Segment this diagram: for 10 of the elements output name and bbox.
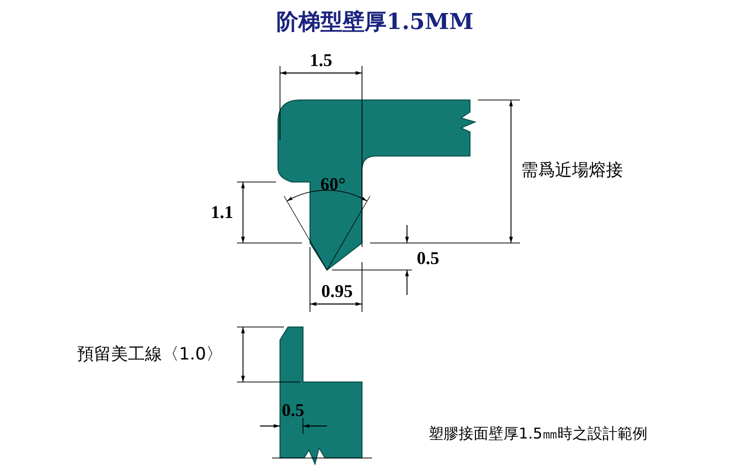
title: 阶梯型壁厚1.5MM	[276, 11, 474, 33]
angle-label: 60°	[320, 175, 346, 193]
note-text: 預留美工線〈1.0〉	[76, 346, 224, 364]
dimension-label: 1.5	[310, 51, 332, 69]
dimension-label: 1.1	[210, 203, 234, 221]
dimension-label: 0.5	[416, 249, 440, 267]
note-text: 需爲近場熔接	[521, 162, 623, 180]
dimension-label: 0.5	[282, 401, 304, 419]
caption: 塑膠接面壁厚1.5㎜時之設計範例	[428, 426, 648, 442]
dimension-label: 0.95	[321, 282, 353, 300]
